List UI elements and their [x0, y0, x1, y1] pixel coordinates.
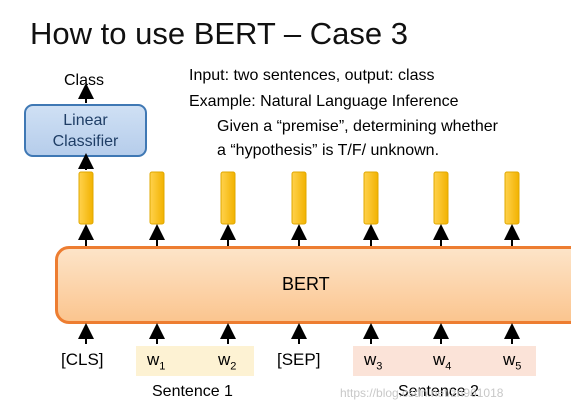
output-vector-w3: [363, 171, 379, 225]
page-title: How to use BERT – Case 3: [30, 16, 408, 51]
task-description: Input: two sentences, output: class: [189, 67, 435, 84]
task-explanation-line1: Given a “premise”, determining whether: [217, 118, 499, 135]
output-vector-cls: [78, 171, 94, 225]
output-vector-w5: [504, 171, 520, 225]
task-explanation-line2: a “hypothesis” is T/F/ unknown.: [217, 142, 440, 159]
token-w2: w2: [218, 350, 237, 373]
token-sep: [SEP]: [277, 350, 321, 369]
sentence1-highlight: [136, 346, 254, 376]
token-w5: w5: [503, 350, 522, 373]
linear-classifier-label-line1: Linear: [63, 112, 108, 129]
token-cls: [CLS]: [61, 350, 104, 369]
output-vectors: [78, 171, 520, 225]
linear-classifier-box: Linear Classifier: [24, 104, 147, 157]
output-vector-sep: [291, 171, 307, 225]
sentence1-label: Sentence 1: [152, 383, 233, 400]
output-vector-w2: [220, 171, 236, 225]
task-example: Example: Natural Language Inference: [189, 93, 459, 110]
token-input-arrows: [78, 323, 520, 344]
bert-label: BERT: [282, 274, 330, 294]
token-w1: w1: [147, 350, 166, 373]
output-vector-w4: [433, 171, 449, 225]
token-w3: w3: [364, 350, 383, 373]
token-w4: w4: [433, 350, 452, 373]
bert-output-arrows: [78, 224, 520, 246]
watermark: https://blog.csdn.net/zn961018: [340, 386, 504, 400]
sentence2-label: Sentence 2: [398, 383, 479, 400]
linear-classifier-label-line2: Classifier: [52, 133, 119, 150]
sentence2-highlight: [353, 346, 536, 376]
class-output-label: Class: [64, 72, 105, 89]
output-vector-w1: [149, 171, 165, 225]
bert-model-box: [55, 246, 571, 324]
